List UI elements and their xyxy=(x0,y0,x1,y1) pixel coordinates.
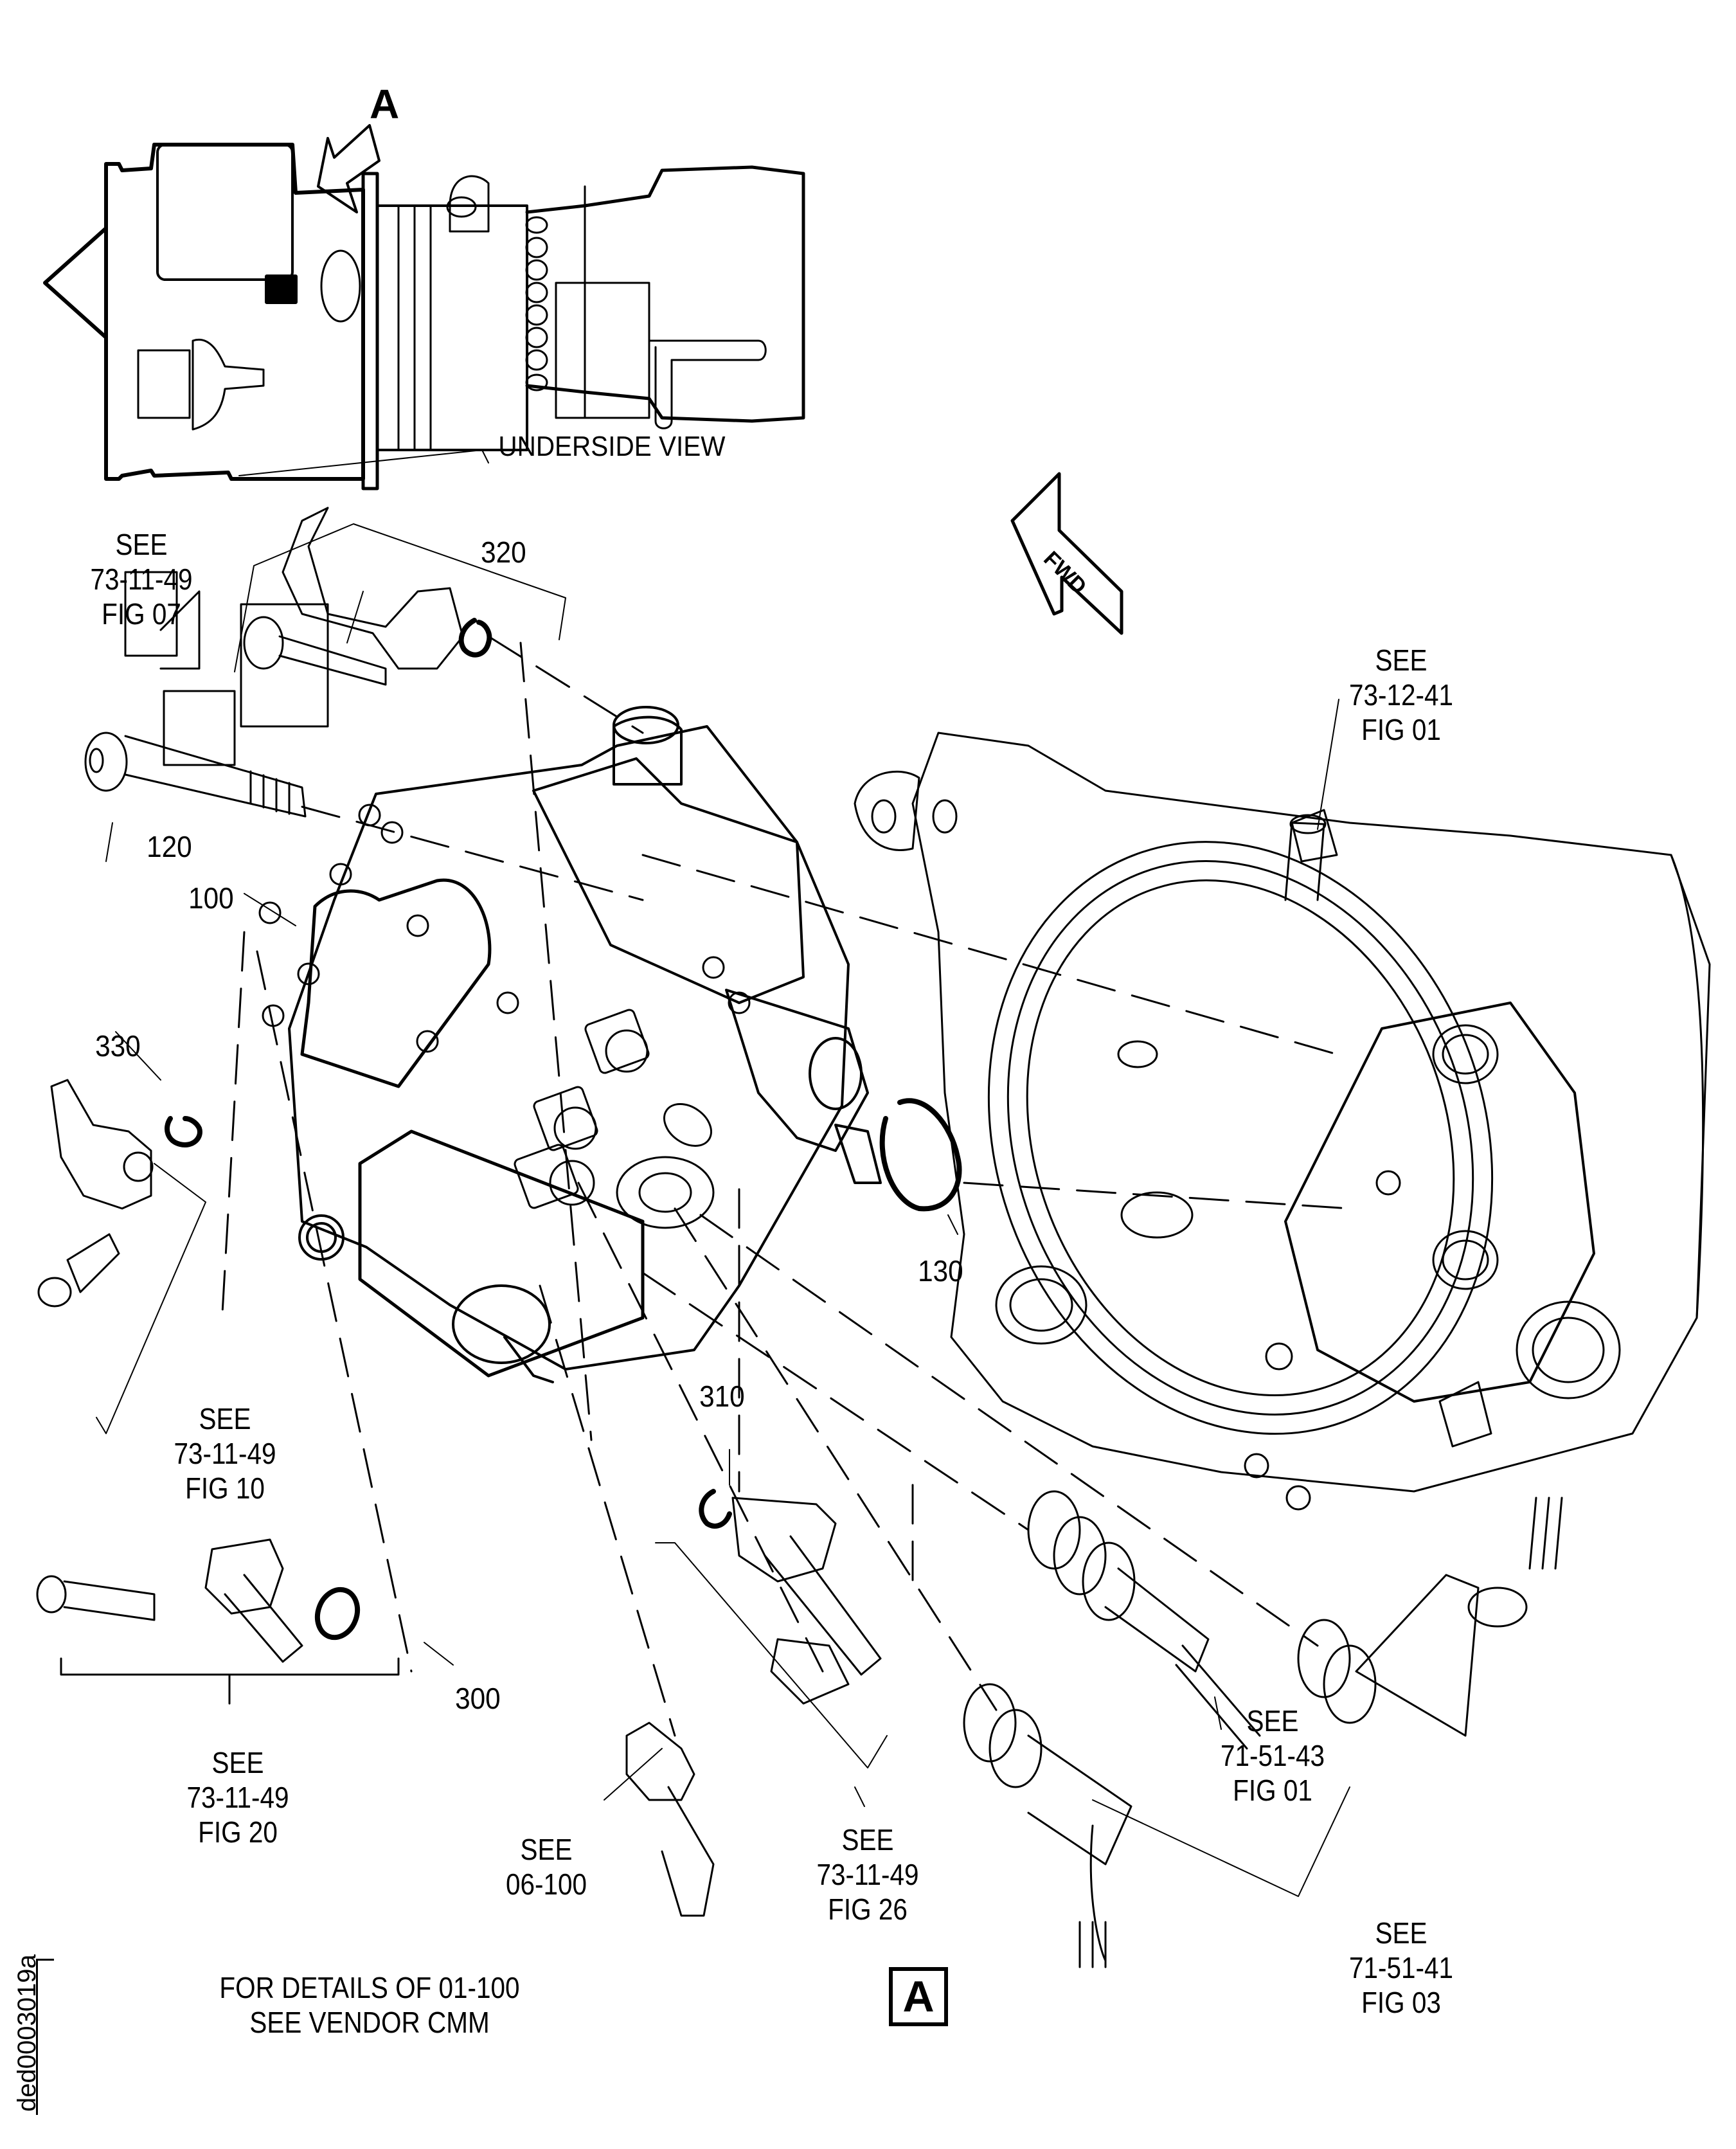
fcu-bolts xyxy=(258,804,751,1053)
bracket-fig26 xyxy=(655,1542,888,1768)
bracket-fig07 xyxy=(234,523,566,672)
item-number-300: 300 xyxy=(455,1682,501,1715)
fwd-arrow xyxy=(1010,472,1123,635)
underside-view-caption: UNDERSIDE VIEW xyxy=(498,431,726,462)
gearbox-outline xyxy=(104,143,365,481)
combustor-holes xyxy=(525,216,548,391)
bracket-lines xyxy=(238,449,489,476)
item-number-130: 130 xyxy=(918,1254,963,1288)
bracket-fig10 xyxy=(96,1163,206,1434)
fuel-control-unit xyxy=(258,706,882,1383)
harness-connector-3 xyxy=(1297,1497,1563,1737)
detail-parts xyxy=(36,507,1563,1968)
tube-fig07 xyxy=(243,507,464,686)
item-number-330: 330 xyxy=(95,1029,141,1063)
item-number-310: 310 xyxy=(699,1380,745,1413)
engine-nose-cone xyxy=(43,226,108,339)
drawing-id-tick xyxy=(36,1959,54,2115)
packing-rings xyxy=(165,618,962,1641)
packing-310 xyxy=(699,1489,732,1529)
detail-view-a-label: A xyxy=(902,1972,935,2021)
item-number-100: 100 xyxy=(188,881,234,915)
view-a-arrow xyxy=(317,124,380,213)
packing-300 xyxy=(314,1587,361,1641)
packing-320 xyxy=(458,618,492,658)
electrical-receptacles xyxy=(514,1009,712,1209)
reference-73-11-49-fig-07: SEE 73-11-49 FIG 07 xyxy=(90,528,193,631)
bolt-120 xyxy=(84,732,307,818)
reference-73-11-49-fig-20: SEE 73-11-49 FIG 20 xyxy=(186,1746,289,1849)
assembly-centerlines xyxy=(220,635,1351,1737)
reference-71-51-41-fig-03: SEE 71-51-41 FIG 03 xyxy=(1348,1916,1454,2019)
tube-fig26 xyxy=(731,1497,882,1705)
vendor-cmm-note: FOR DETAILS OF 01-100 SEE VENDOR CMM xyxy=(219,1971,520,2039)
tube-fig10 xyxy=(37,1079,154,1308)
reference-73-11-49-fig-10: SEE 73-11-49 FIG 10 xyxy=(174,1402,276,1505)
accessory-gearbox xyxy=(854,732,1711,1511)
packing-130 xyxy=(879,1098,962,1212)
detail-view-a-box: A xyxy=(889,1967,948,2026)
fitting-06-100 xyxy=(625,1722,715,1917)
engine-underside-view xyxy=(43,124,805,766)
packing-330 xyxy=(165,1116,202,1147)
reference-06-100: SEE 06-100 xyxy=(505,1833,587,1901)
item-number-120: 120 xyxy=(147,830,192,863)
harness-connector-2 xyxy=(963,1683,1132,1968)
leader-lines xyxy=(105,591,1350,1897)
tube-fig20 xyxy=(36,1538,303,1663)
bracket-fig20 xyxy=(60,1657,400,1676)
view-a-marker: A xyxy=(370,81,400,127)
reference-73-11-49-fig-26: SEE 73-11-49 FIG 26 xyxy=(816,1823,919,1926)
item-number-320: 320 xyxy=(481,535,526,569)
drawing-id: ded0003019a xyxy=(13,1954,41,2112)
reference-73-12-41-fig-01: SEE 73-12-41 FIG 01 xyxy=(1348,643,1454,746)
reference-71-51-43-fig-01: SEE 71-51-43 FIG 01 xyxy=(1220,1704,1325,1807)
